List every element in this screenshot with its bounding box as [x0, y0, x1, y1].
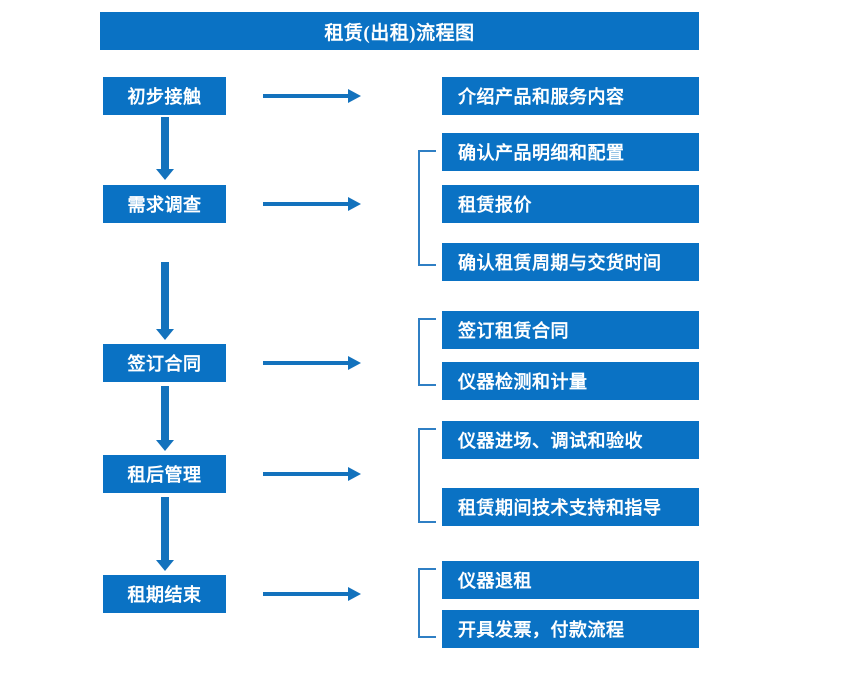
stage-box-4[interactable]: 租后管理 [103, 455, 226, 493]
arrow-head-icon [156, 440, 174, 451]
arrow-shaft [263, 361, 349, 365]
arrow-head-icon [348, 356, 361, 370]
arrow-shaft [161, 497, 169, 560]
arrow-shaft [263, 202, 349, 206]
detail-box-8[interactable]: 租赁期间技术支持和指导 [442, 488, 699, 526]
stage-box-3[interactable]: 签订合同 [103, 344, 226, 382]
group-bracket-3 [418, 318, 436, 386]
page-title: 租赁(出租)流程图 [324, 22, 475, 44]
arrow-head-icon [348, 197, 361, 211]
arrow-shaft [263, 592, 349, 596]
arrow-head-icon [348, 467, 361, 481]
arrow-shaft [263, 94, 349, 98]
arrow-shaft [161, 386, 169, 440]
arrow-shaft [161, 262, 169, 329]
arrow-shaft [161, 117, 169, 169]
stage-box-5[interactable]: 租期结束 [103, 575, 226, 613]
group-bracket-5 [418, 568, 436, 638]
detail-box-1[interactable]: 介绍产品和服务内容 [442, 77, 699, 115]
arrow-head-icon [348, 89, 361, 103]
detail-label-9: 仪器退租 [458, 571, 532, 591]
detail-label-5: 签订租赁合同 [458, 321, 569, 341]
stage-label-2: 需求调查 [127, 195, 202, 215]
detail-box-3[interactable]: 租赁报价 [442, 185, 699, 223]
detail-label-6: 仪器检测和计量 [458, 372, 588, 392]
arrow-head-icon [156, 329, 174, 340]
detail-label-4: 确认租赁周期与交货时间 [458, 253, 662, 273]
stage-box-1[interactable]: 初步接触 [103, 77, 226, 115]
detail-label-7: 仪器进场、调试和验收 [458, 431, 643, 451]
detail-label-8: 租赁期间技术支持和指导 [458, 498, 662, 518]
arrow-shaft [263, 472, 349, 476]
stage-box-2[interactable]: 需求调查 [103, 185, 226, 223]
detail-box-6[interactable]: 仪器检测和计量 [442, 362, 699, 400]
stage-label-1: 初步接触 [127, 87, 202, 107]
group-bracket-2 [418, 150, 436, 266]
detail-label-1: 介绍产品和服务内容 [458, 87, 625, 107]
stage-label-4: 租后管理 [127, 465, 202, 485]
detail-box-10[interactable]: 开具发票，付款流程 [442, 610, 699, 648]
detail-label-10: 开具发票，付款流程 [458, 620, 625, 640]
detail-box-2[interactable]: 确认产品明细和配置 [442, 133, 699, 171]
detail-box-9[interactable]: 仪器退租 [442, 561, 699, 599]
detail-label-2: 确认产品明细和配置 [458, 143, 625, 163]
detail-box-7[interactable]: 仪器进场、调试和验收 [442, 421, 699, 459]
stage-label-3: 签订合同 [127, 354, 202, 374]
arrow-head-icon [156, 560, 174, 571]
stage-label-5: 租期结束 [127, 585, 202, 605]
group-bracket-4 [418, 428, 436, 523]
arrow-head-icon [156, 169, 174, 180]
detail-label-3: 租赁报价 [458, 195, 532, 215]
diagram-title-bar: 租赁(出租)流程图 [100, 12, 699, 50]
detail-box-5[interactable]: 签订租赁合同 [442, 311, 699, 349]
detail-box-4[interactable]: 确认租赁周期与交货时间 [442, 243, 699, 281]
arrow-head-icon [348, 587, 361, 601]
